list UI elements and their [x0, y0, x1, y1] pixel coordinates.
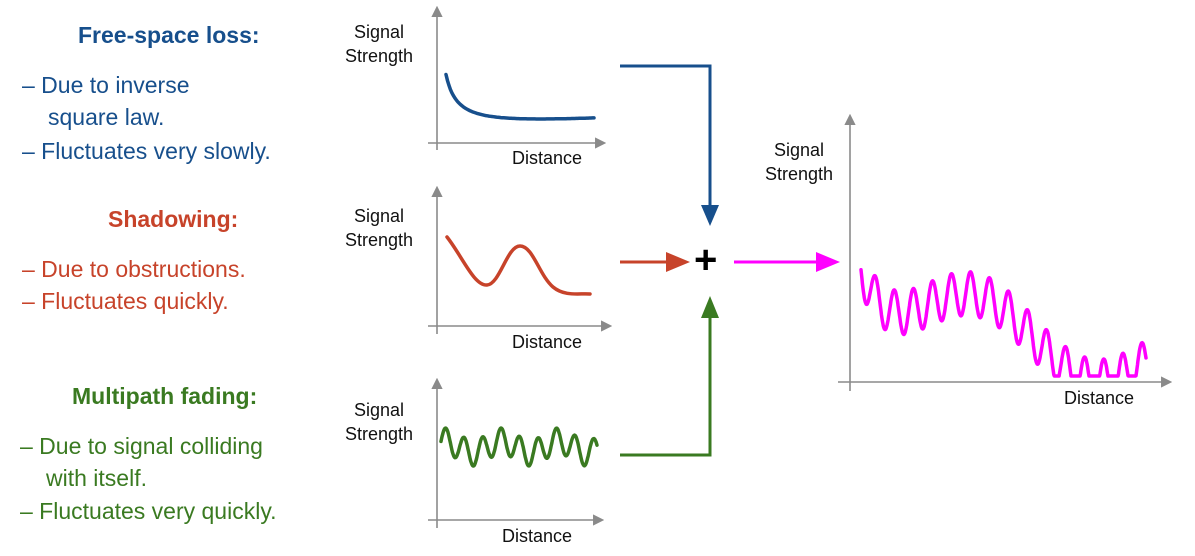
multipath-bullet-1-cont: with itself. — [46, 465, 147, 491]
shadowing-bullet-1: – Due to obstructions. — [22, 256, 246, 282]
plot2-axes — [428, 185, 613, 334]
combined-xlabel: Distance — [1064, 388, 1135, 408]
plot3-xlabel: Distance — [502, 526, 573, 546]
multipath-arrow — [620, 296, 719, 457]
plot1-xlabel: Distance — [512, 148, 583, 168]
shadowing-arrow — [620, 252, 690, 272]
sum-symbol: + — [694, 238, 718, 282]
plot2-xlabel: Distance — [512, 332, 583, 352]
multipath-bullet-1: – Due to signal colliding — [20, 433, 263, 459]
shadowing-bullet-2: – Fluctuates quickly. — [22, 288, 229, 314]
free-space-bullet-1-cont: square law. — [48, 104, 165, 130]
free-space-curve — [444, 72, 596, 121]
plot1-axes — [428, 5, 607, 150]
combined-arrow — [734, 252, 840, 272]
multipath-bullet-2: – Fluctuates very quickly. — [20, 498, 277, 524]
shadowing-curve — [445, 235, 592, 296]
free-space-heading: Free-space loss: — [78, 22, 260, 48]
free-space-bullet-2: – Fluctuates very slowly. — [22, 138, 271, 164]
multipath-curve — [439, 426, 599, 468]
combined-curve — [859, 268, 1148, 378]
free-space-bullet-1: – Due to inverse — [22, 72, 190, 98]
multipath-heading: Multipath fading: — [72, 383, 258, 409]
plot3-axes — [428, 377, 605, 528]
combined-axes — [838, 113, 1173, 391]
free-space-arrow — [620, 64, 719, 226]
shadowing-heading: Shadowing: — [108, 206, 239, 232]
